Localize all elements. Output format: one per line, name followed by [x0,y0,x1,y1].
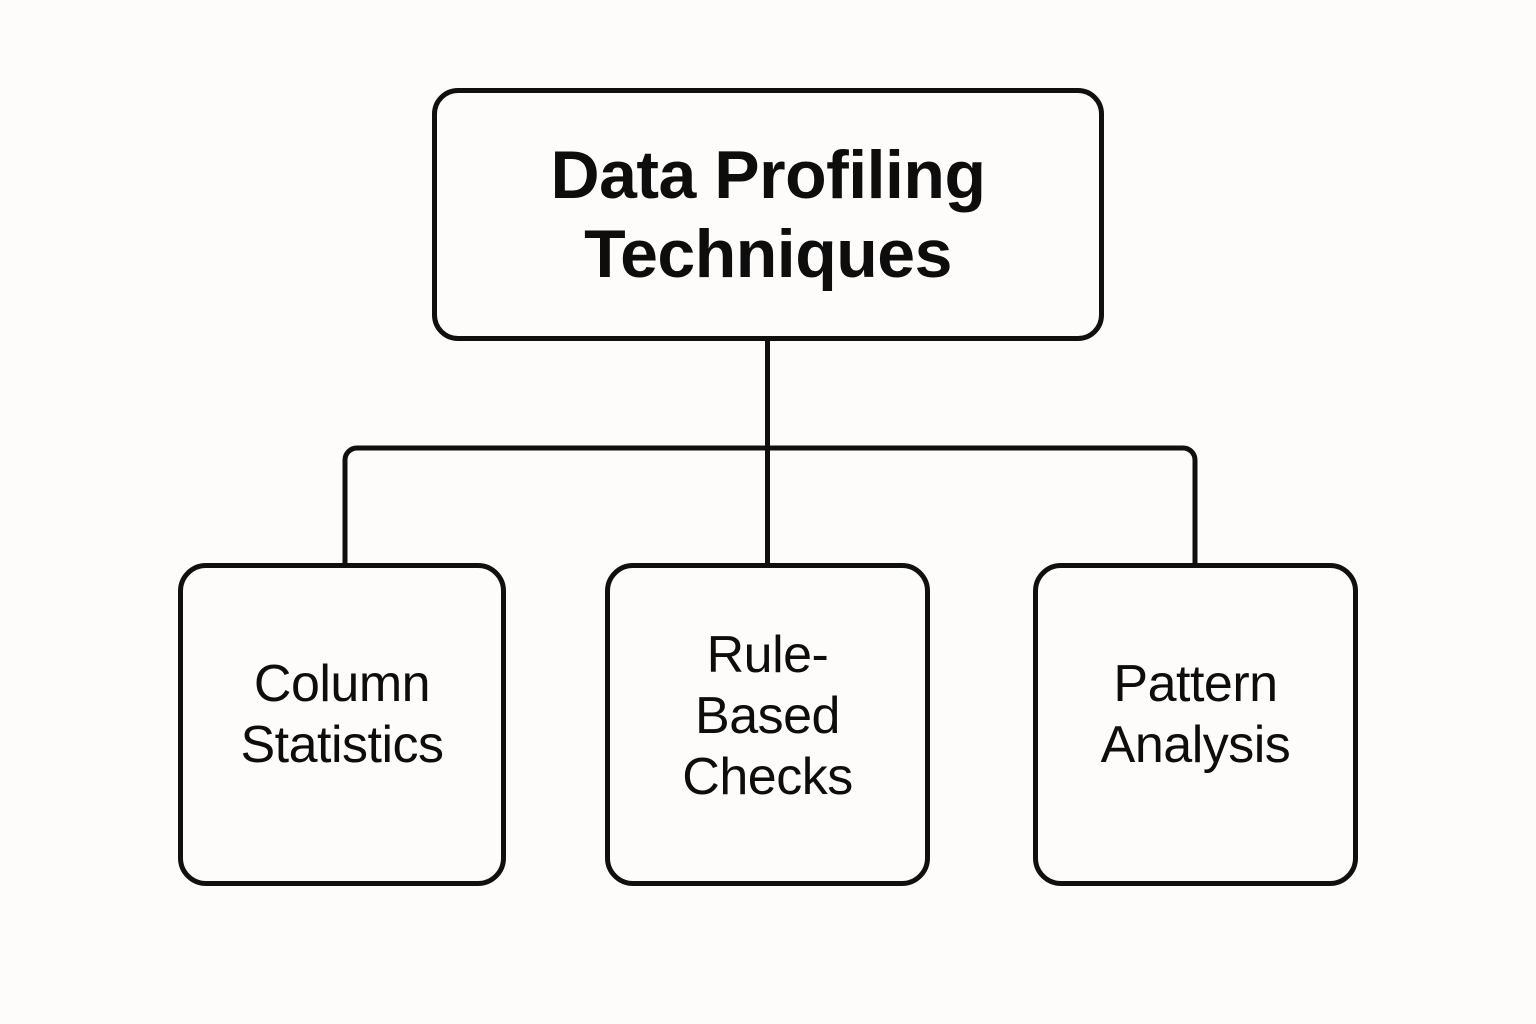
node-pattern-analysis-label: Pattern Analysis [1100,654,1291,774]
node-root-label: Data Profiling Techniques [550,136,986,292]
connector-root-to-left-child [342,445,768,563]
node-pattern-analysis[interactable]: Pattern Analysis [1033,563,1358,886]
node-rule-based-checks-label: Rule- Based Checks [682,626,853,806]
connector-root-to-right-child [767,445,1198,563]
node-root[interactable]: Data Profiling Techniques [432,88,1104,341]
node-column-statistics[interactable]: Column Statistics [178,563,506,886]
node-rule-based-checks[interactable]: Rule- Based Checks [605,563,930,886]
node-column-statistics-label: Column Statistics [240,654,444,774]
